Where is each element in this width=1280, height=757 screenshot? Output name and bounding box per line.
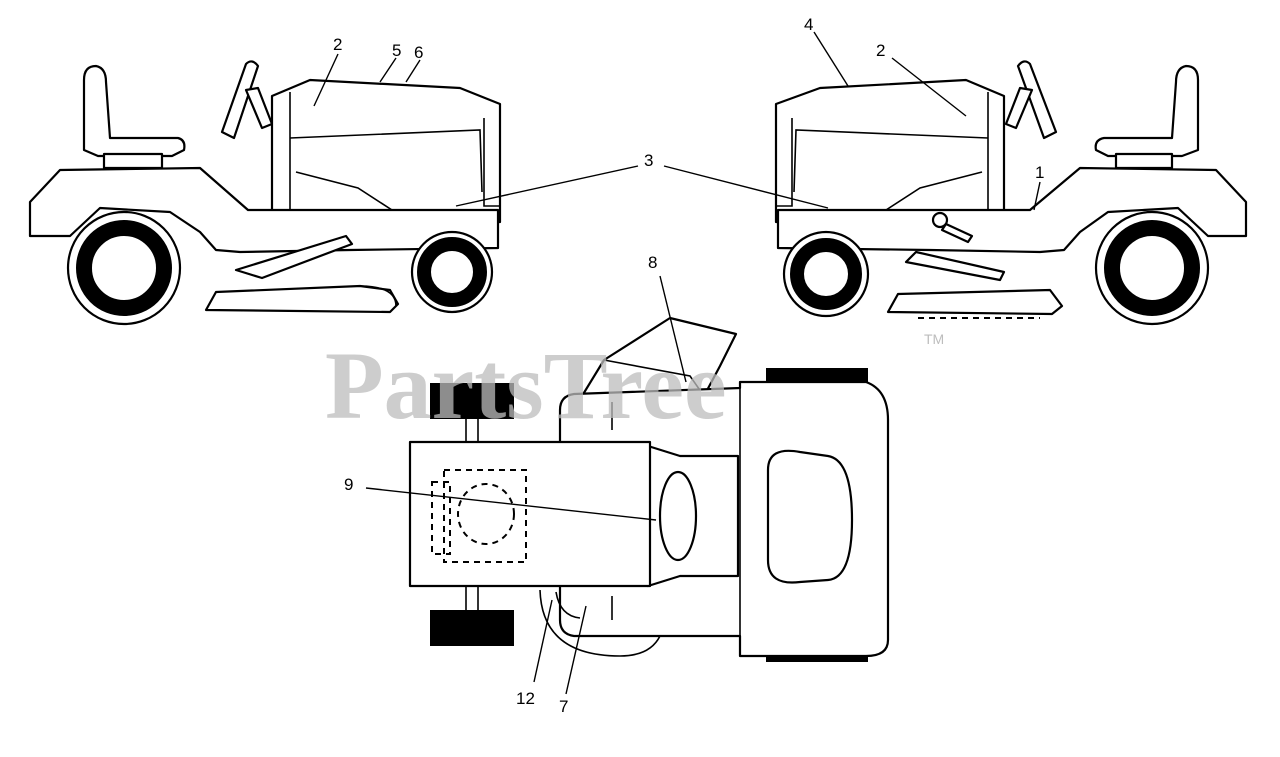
front-tire-bottom xyxy=(430,610,514,646)
callout-9: 9 xyxy=(344,475,353,494)
callout-12: 12 xyxy=(516,689,535,708)
callout-labels: 1 2 2 3 4 5 6 7 8 9 12 xyxy=(333,15,1044,716)
callout-8: 8 xyxy=(648,253,657,272)
leader-lines xyxy=(313,31,1041,695)
front-tire-top xyxy=(430,383,514,419)
callout-7: 7 xyxy=(559,697,568,716)
callout-5: 5 xyxy=(392,41,401,60)
tractor-right-side-view xyxy=(774,60,1248,326)
callout-1: 1 xyxy=(1035,163,1044,182)
tractor-top-view xyxy=(408,316,890,662)
callout-6: 6 xyxy=(414,43,423,62)
trademark-symbol: TM xyxy=(924,331,944,347)
callout-4: 4 xyxy=(804,15,813,34)
callout-2-right: 2 xyxy=(876,41,885,60)
watermark-text: PartsTree xyxy=(325,332,727,439)
tractor-left-side-view xyxy=(28,60,502,326)
callout-3: 3 xyxy=(644,151,653,170)
callout-2-left: 2 xyxy=(333,35,342,54)
rear-tire-top xyxy=(766,368,868,382)
